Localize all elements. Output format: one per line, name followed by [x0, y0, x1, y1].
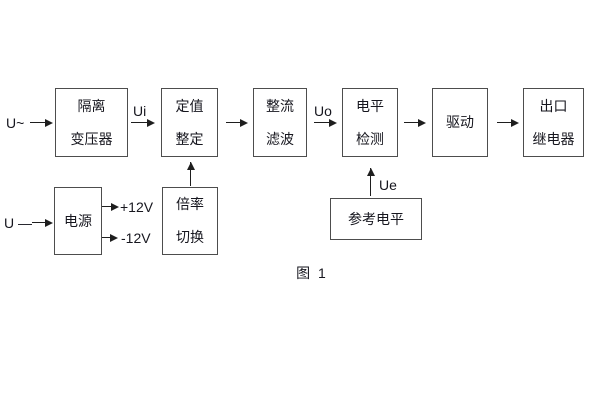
block-power-supply: 电源: [54, 187, 102, 255]
label-uo: Uo: [314, 103, 332, 119]
block-label: 整流: [266, 97, 294, 114]
block-label: 切换: [176, 229, 204, 245]
block-isolation-transformer: 隔离 变压器: [55, 88, 128, 157]
arrow-rectifier-to-level: [314, 118, 337, 127]
arrow-setting-to-rectifier: [226, 118, 248, 127]
figure-caption: 图 1: [296, 265, 328, 281]
arrow-level-to-driver: [404, 118, 426, 127]
block-label: 滤波: [266, 130, 294, 147]
block-driver: 驱动: [432, 88, 488, 157]
block-level-detection: 电平 检测: [342, 88, 398, 157]
label-ui: Ui: [133, 103, 147, 119]
block-value-setting: 定值 整定: [161, 88, 218, 157]
block-output-relay: 出口 继电器: [523, 88, 584, 157]
block-reference-level: 参考电平: [330, 198, 422, 240]
block-label: 定值: [175, 97, 204, 114]
arrow-ref-to-level: [366, 168, 375, 196]
block-label: 整定: [175, 130, 204, 147]
block-label: 电平: [356, 97, 384, 114]
arrow-dc-input: [32, 218, 53, 227]
block-label: 驱动: [446, 114, 474, 130]
label-plus-12v: +12V: [120, 199, 154, 215]
block-label: 出口: [539, 97, 568, 114]
label-ue: Ue: [379, 177, 397, 193]
block-label: 参考电平: [348, 210, 404, 227]
arrow-ratio-to-setting: [186, 162, 195, 186]
block-label: 倍率: [176, 196, 204, 212]
block-label: 变压器: [70, 130, 113, 147]
arrow-minus-12v: [102, 233, 118, 242]
block-label: 电源: [64, 212, 92, 229]
block-label: 隔离: [77, 97, 106, 114]
arrow-ac-input: [30, 118, 53, 127]
block-ratio-switching: 倍率 切换: [162, 187, 218, 255]
label-ac-input: U~: [6, 115, 25, 131]
label-dc-input: U —: [4, 215, 32, 231]
block-label: 继电器: [532, 130, 575, 147]
label-minus-12v: -12V: [121, 230, 151, 246]
block-label: 检测: [356, 130, 384, 147]
arrow-driver-to-relay: [497, 118, 519, 127]
block-rectifier-filter: 整流 滤波: [253, 88, 307, 157]
arrow-plus-12v: [102, 202, 119, 211]
arrow-iso-to-setting: [131, 118, 155, 127]
